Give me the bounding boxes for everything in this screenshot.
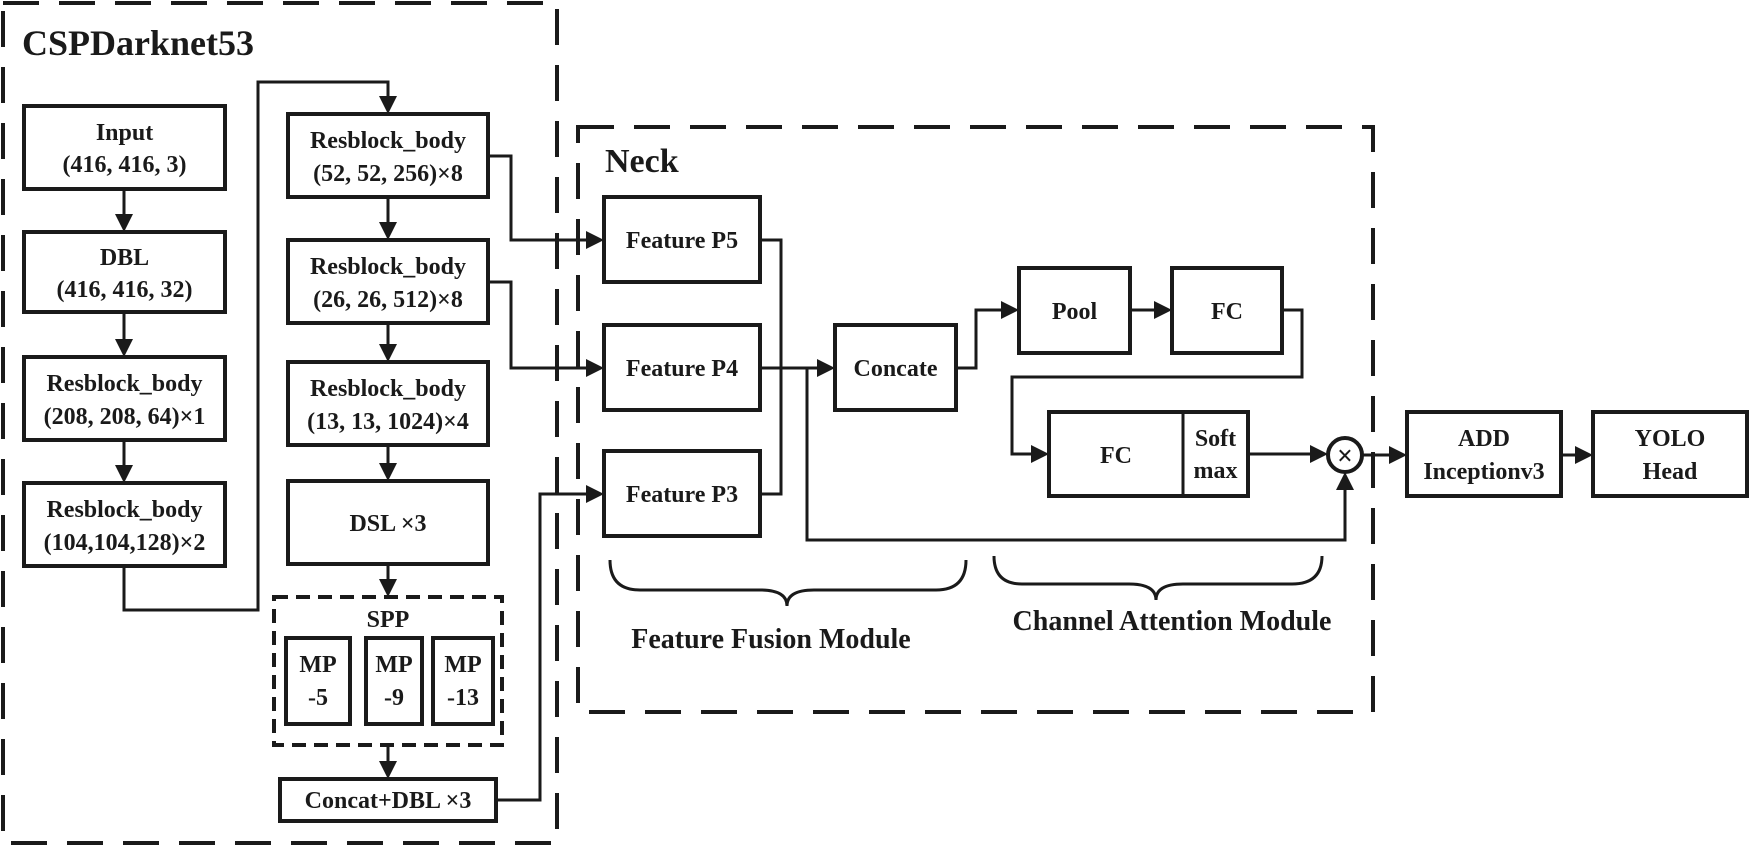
channel-attention-label: Channel Attention Module <box>1013 606 1332 637</box>
resblock-13-shape: (13, 13, 1024)×4 <box>307 409 469 435</box>
mp-5-label: MP <box>299 652 336 678</box>
neck-title: Neck <box>605 143 679 180</box>
resblock-208-node: Resblock_body (208, 208, 64)×1 <box>22 355 227 442</box>
feature-fusion-label: Feature Fusion Module <box>631 624 910 655</box>
feature-p5-node: Feature P5 <box>602 195 762 284</box>
softmax-label-1: Soft <box>1195 426 1236 452</box>
fc-top-node: FC <box>1170 266 1284 355</box>
concat-dbl-node: Concat+DBL ×3 <box>278 777 498 823</box>
channel-attention-brace <box>992 555 1324 601</box>
multiply-icon: × <box>1337 441 1353 472</box>
arrow-res26-to-p4 <box>488 280 604 377</box>
resblock-104-node: Resblock_body (104,104,128)×2 <box>22 481 227 568</box>
concate-node: Concate <box>833 323 958 412</box>
resblock-208-label: Resblock_body <box>46 371 202 397</box>
arrow-concate-to-pool <box>956 301 1019 370</box>
pool-node: Pool <box>1017 266 1132 355</box>
mp-13-size: -13 <box>447 685 479 711</box>
fc-bottom-label: FC <box>1100 443 1132 469</box>
mp-9-size: -9 <box>384 685 404 711</box>
resblock-13-node: Resblock_body (13, 13, 1024)×4 <box>286 360 490 447</box>
resblock-208-shape: (208, 208, 64)×1 <box>44 404 206 430</box>
dbl-label: DBL <box>100 245 149 271</box>
resblock-13-label: Resblock_body <box>310 376 466 402</box>
concat-dbl-label: Concat+DBL ×3 <box>305 788 472 814</box>
resblock-52-node: Resblock_body (52, 52, 256)×8 <box>286 112 490 199</box>
fc-top-label: FC <box>1211 299 1243 325</box>
resblock-26-shape: (26, 26, 512)×8 <box>313 287 463 313</box>
mp-13-label: MP <box>444 652 481 678</box>
yolo-head-node: YOLO Head <box>1591 410 1749 498</box>
arrow-concat-to-p3 <box>496 485 604 802</box>
resblock-52-label: Resblock_body <box>310 128 466 154</box>
dsl-label: DSL ×3 <box>349 511 426 537</box>
add-inception-node: ADD Inceptionv3 <box>1405 410 1563 498</box>
mp-5-size: -5 <box>308 685 328 711</box>
arrow-res52-to-p5 <box>488 154 604 249</box>
resblock-104-shape: (104,104,128)×2 <box>44 530 206 556</box>
arrow-skip-to-multiply <box>805 368 1354 542</box>
mp-5-node: MP -5 <box>284 636 352 726</box>
dbl-node: DBL (416, 416, 32) <box>22 230 227 314</box>
softmax-label-2: max <box>1194 458 1238 484</box>
feature-p3-label: Feature P3 <box>626 482 738 508</box>
neck-group <box>576 125 1375 714</box>
mp-9-label: MP <box>375 652 412 678</box>
input-label: Input <box>96 120 153 146</box>
pool-label: Pool <box>1052 299 1098 325</box>
feature-p5-label: Feature P5 <box>626 228 738 254</box>
mp-13-node: MP -13 <box>431 636 495 726</box>
multiply-node: × <box>1326 436 1364 474</box>
resblock-52-shape: (52, 52, 256)×8 <box>313 161 463 187</box>
spp-label: SPP <box>367 607 410 633</box>
head-label: Head <box>1643 459 1698 485</box>
fc-softmax-node: FC Soft max <box>1047 410 1250 498</box>
feature-p4-node: Feature P4 <box>602 323 762 412</box>
cspdarknet53-title: CSPDarknet53 <box>22 23 254 63</box>
arrow-fc-to-fc-softmax <box>1010 308 1304 463</box>
mp-9-node: MP -9 <box>364 636 424 726</box>
resblock-26-label: Resblock_body <box>310 254 466 280</box>
input-shape: (416, 416, 3) <box>63 152 187 178</box>
add-label: ADD <box>1458 426 1510 452</box>
dbl-shape: (416, 416, 32) <box>57 277 193 303</box>
concate-label: Concate <box>854 356 938 382</box>
resblock-104-label: Resblock_body <box>46 497 202 523</box>
inception-label: Inceptionv3 <box>1423 459 1544 485</box>
resblock-26-node: Resblock_body (26, 26, 512)×8 <box>286 238 490 325</box>
yolo-label: YOLO <box>1635 426 1706 452</box>
feature-p4-label: Feature P4 <box>626 356 738 382</box>
cspdarknet53-group <box>1 1 559 845</box>
spp-node: SPP MP -5 MP -9 MP -13 <box>272 595 504 747</box>
dsl-node: DSL ×3 <box>286 479 490 566</box>
feature-fusion-brace <box>608 559 968 607</box>
arrow-res104-to-res52 <box>122 80 397 612</box>
input-node: Input (416, 416, 3) <box>22 104 227 191</box>
feature-p3-node: Feature P3 <box>602 449 762 538</box>
